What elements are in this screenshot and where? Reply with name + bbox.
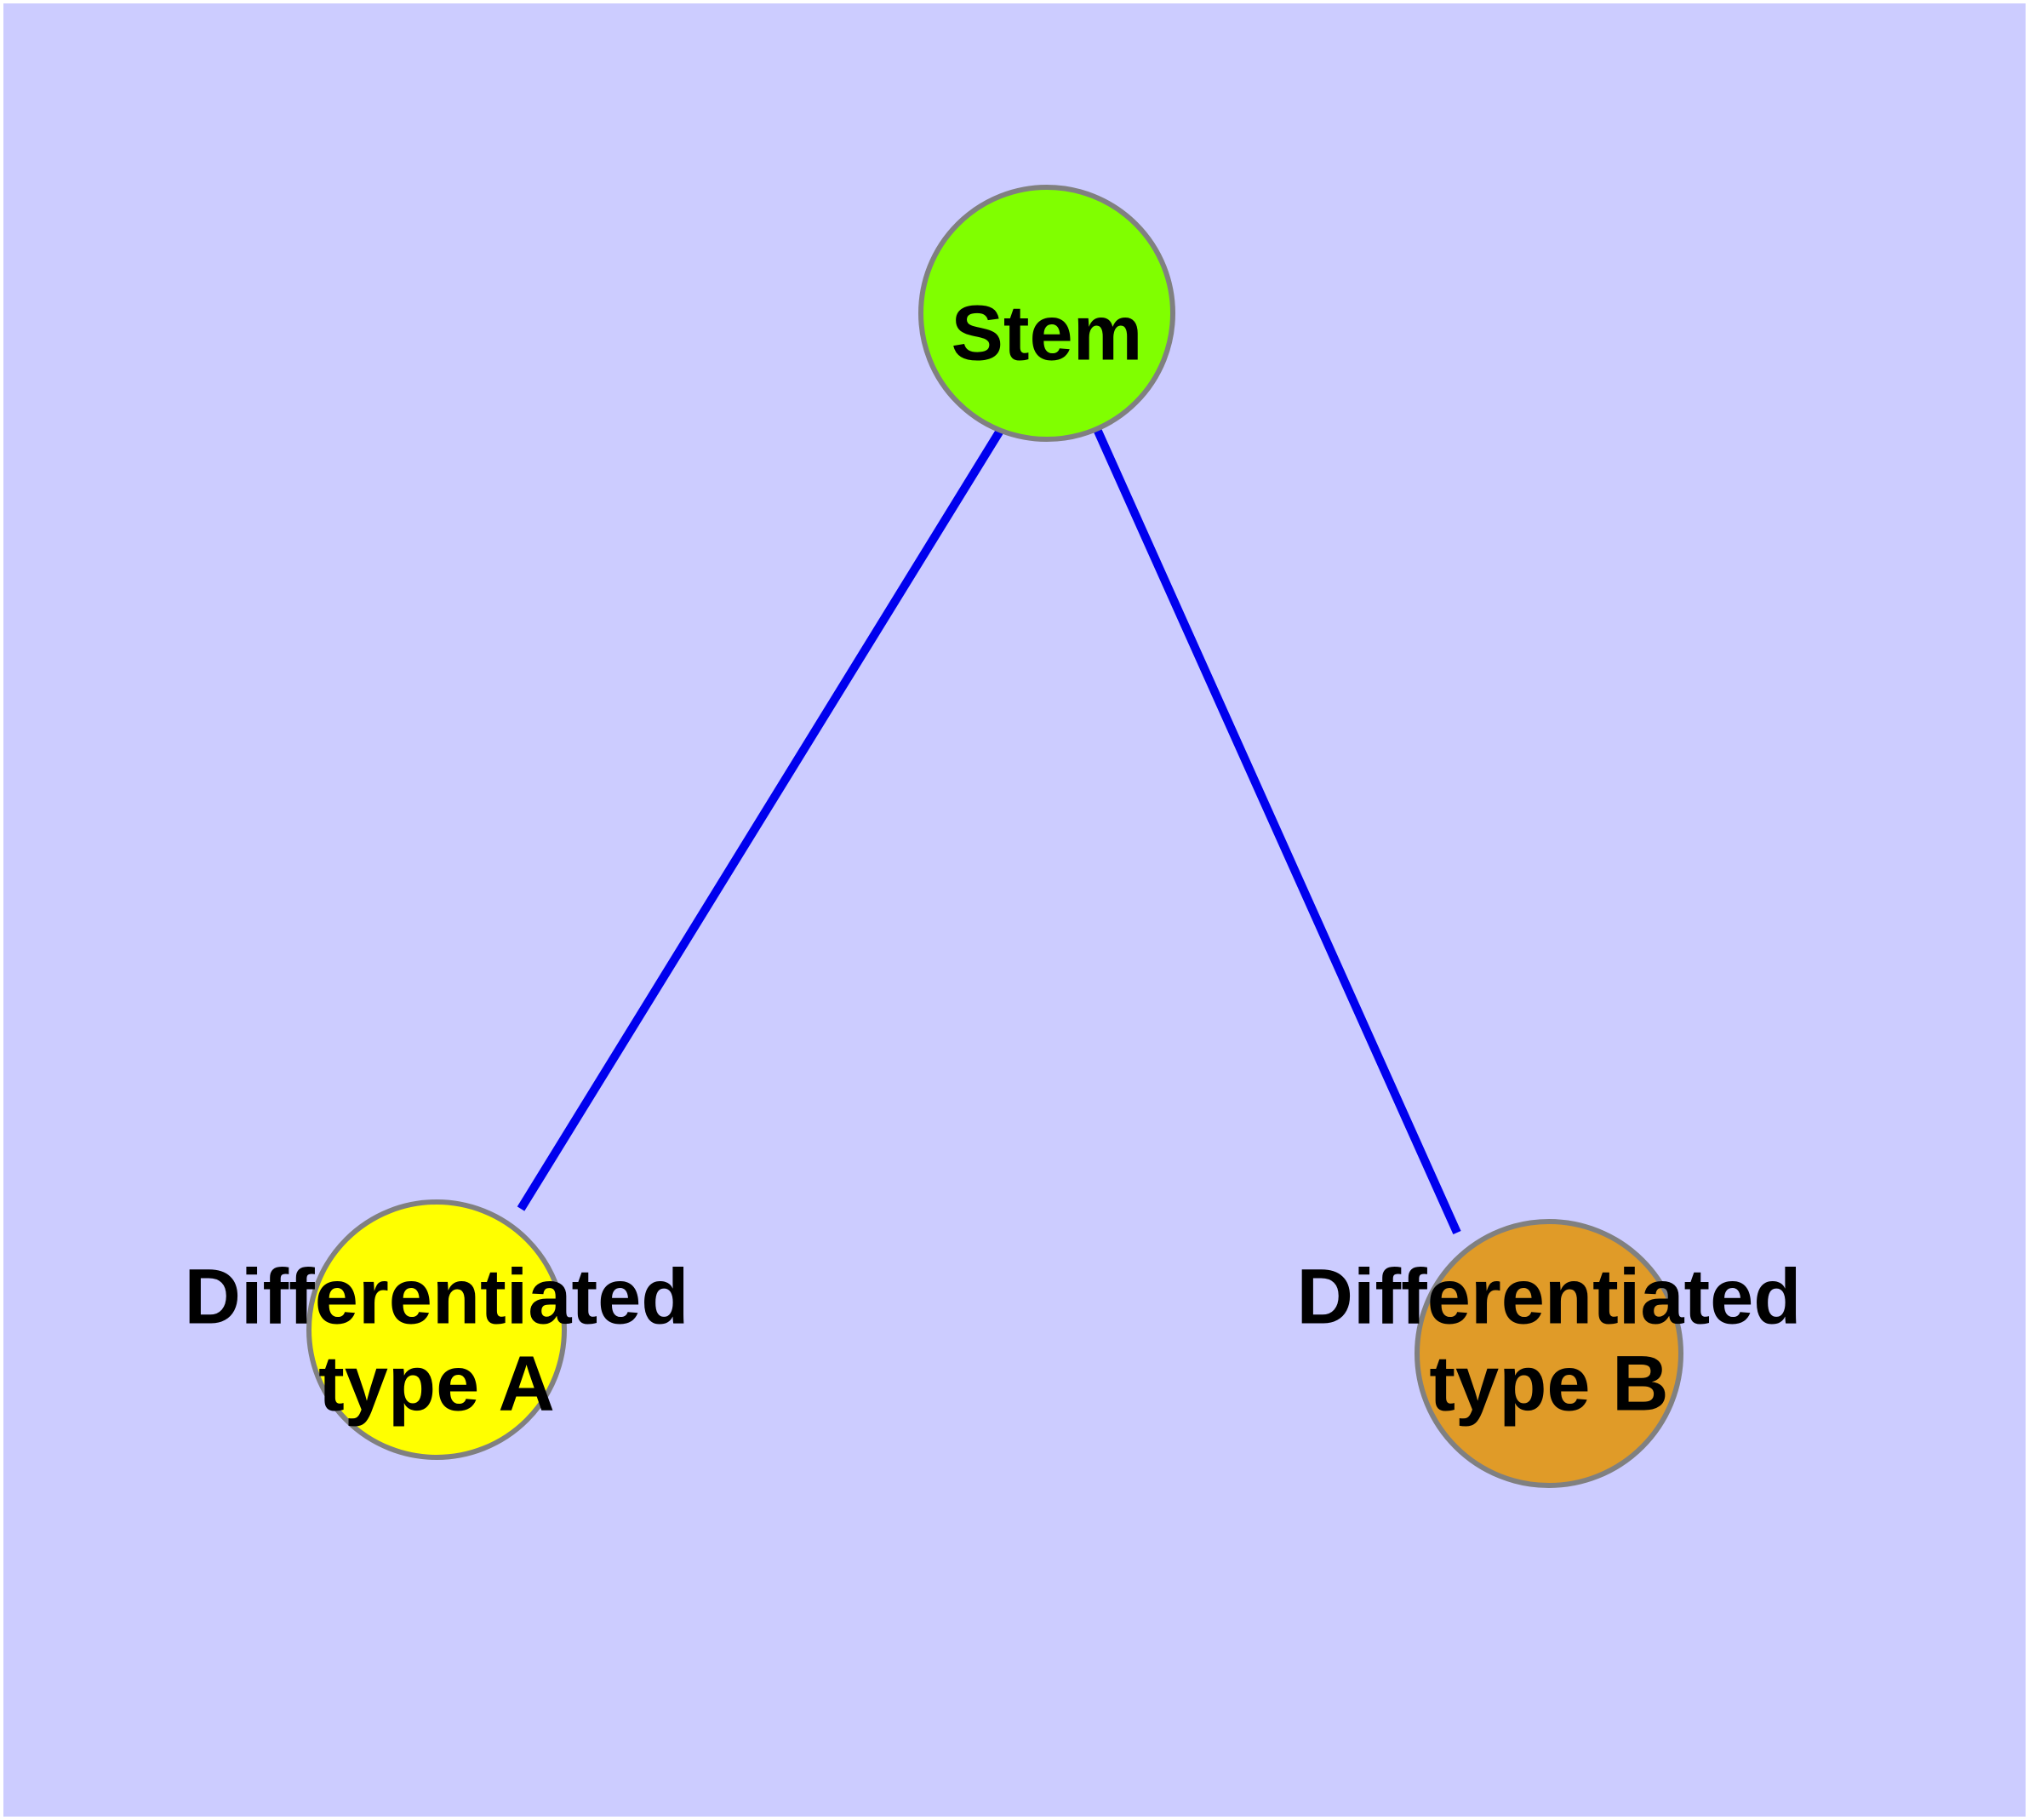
node-differentiated-type-a-label-line2: type A bbox=[318, 1340, 555, 1427]
node-differentiated-type-b-label-line2: type B bbox=[1429, 1340, 1668, 1427]
node-differentiated-type-b-circle[interactable] bbox=[1415, 1219, 1683, 1488]
node-differentiated-type-a-circle[interactable] bbox=[306, 1199, 567, 1460]
edge-stem-to-differentiated-type-b[interactable] bbox=[1092, 425, 1461, 1235]
node-differentiated-type-b-label-line1: Differentiated bbox=[1297, 1253, 1802, 1340]
node-stem-circle[interactable] bbox=[918, 185, 1175, 442]
node-differentiated-type-a-label-line1: Differentiated bbox=[185, 1253, 689, 1340]
edge-stem-to-differentiated-type-a[interactable] bbox=[517, 428, 1004, 1211]
node-differentiated-type-a[interactable] bbox=[306, 1199, 567, 1460]
node-layer bbox=[306, 185, 1683, 1488]
node-stem[interactable] bbox=[918, 185, 1175, 442]
label-layer: Stem Differentiated type A Differentiate… bbox=[185, 289, 1802, 1427]
node-differentiated-type-b[interactable] bbox=[1415, 1219, 1683, 1488]
edge-layer bbox=[517, 425, 1461, 1235]
node-stem-label: Stem bbox=[952, 289, 1143, 376]
